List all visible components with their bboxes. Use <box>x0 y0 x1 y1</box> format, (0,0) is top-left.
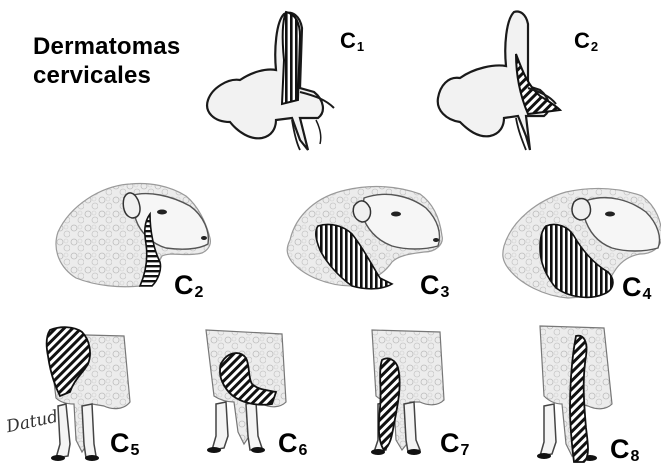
sheep-leg-c8 <box>537 326 612 462</box>
label-c6-leg: C6 <box>278 430 307 457</box>
label-c5-leg: C5 <box>110 430 139 457</box>
label-c3-head: C3 <box>420 272 449 299</box>
c1-dermatome-zone <box>282 12 300 104</box>
label-c7-leg: C7 <box>440 430 469 457</box>
figure-title: Dermatomas cervicales <box>33 32 180 90</box>
sheep-leg-c6 <box>206 330 286 453</box>
sheep-leg-c7 <box>371 330 444 455</box>
c2-skull-diagram <box>438 12 560 151</box>
label-c2-top: C2 <box>574 30 598 52</box>
title-line-2: cervicales <box>33 61 180 90</box>
label-c8-leg: C8 <box>610 436 639 463</box>
c1-skull-diagram <box>207 12 334 150</box>
label-c2-head: C2 <box>174 272 203 299</box>
title-line-1: Dermatomas <box>33 32 180 61</box>
label-c4-head: C4 <box>622 274 651 301</box>
label-c1-top: C1 <box>340 30 364 52</box>
